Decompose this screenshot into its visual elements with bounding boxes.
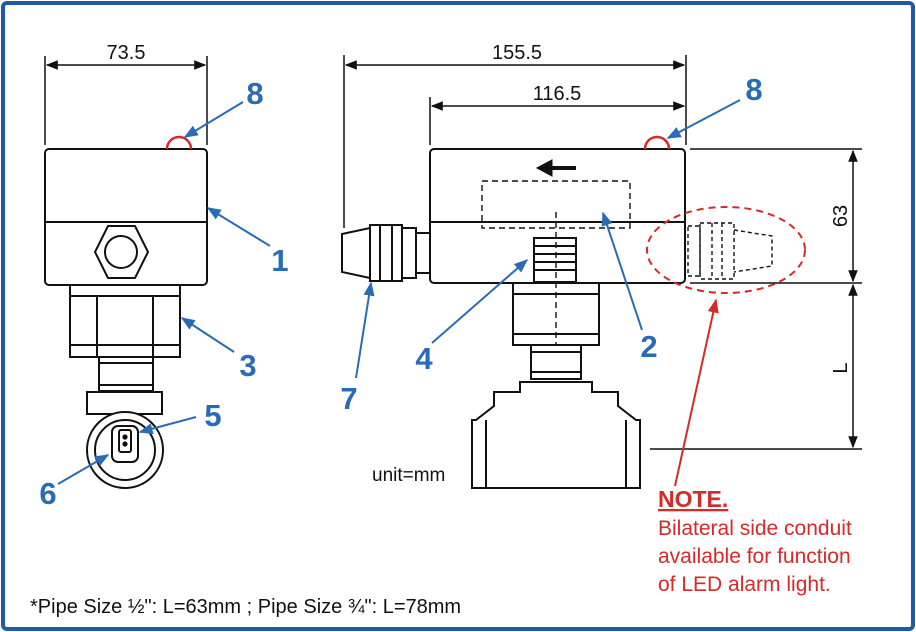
callout-8-right: 8 <box>745 72 762 107</box>
dim-side-width <box>44 56 208 145</box>
callout-6: 6 <box>39 476 56 511</box>
callout-7: 7 <box>340 381 357 416</box>
dim-front-box-label: 116.5 <box>533 83 582 105</box>
tee-body <box>471 381 641 489</box>
front-stem <box>533 237 577 283</box>
callout-1: 1 <box>271 243 288 278</box>
note-line-1: Bilateral side conduit <box>658 517 852 540</box>
callout-leaders <box>57 99 741 485</box>
callout-4: 4 <box>415 341 433 376</box>
dim-height-box-label: 63 <box>830 205 852 227</box>
front-led <box>643 135 671 150</box>
flow-arrow <box>535 159 576 177</box>
cable-gland <box>341 226 371 280</box>
dim-height-pipe-label: L <box>830 362 852 373</box>
side-led <box>165 135 193 150</box>
unit-label: unit=mm <box>372 465 445 486</box>
note-heading: NOTE. <box>658 486 728 512</box>
dim-front-overall-label: 155.5 <box>492 42 542 64</box>
callout-5: 5 <box>204 398 221 433</box>
front-view <box>341 135 686 489</box>
note-leader <box>674 298 719 487</box>
dim-front <box>343 55 862 450</box>
callout-8-left: 8 <box>246 76 263 111</box>
optional-conduit <box>687 222 773 280</box>
note-line-3: of LED alarm light. <box>658 573 831 596</box>
footnote: *Pipe Size ½": L=63mm ; Pipe Size ¾": L=… <box>30 596 461 618</box>
internal-dashed <box>481 180 631 345</box>
callout-3: 3 <box>239 348 256 383</box>
conduit-highlight <box>646 206 806 294</box>
callout-2: 2 <box>640 329 657 364</box>
note-line-2: available for function <box>658 545 851 568</box>
dim-side-width-label: 73.5 <box>107 42 146 64</box>
